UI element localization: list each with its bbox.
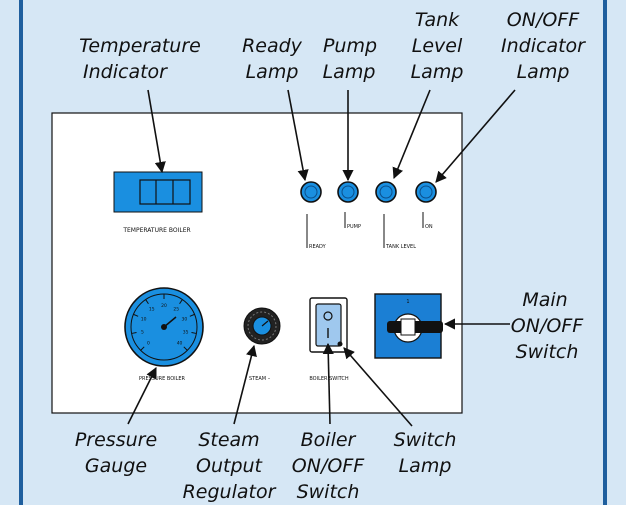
gauge-tick <box>189 313 195 317</box>
gauge-scale-label: 35 <box>183 329 189 335</box>
ready-lamp <box>300 181 322 203</box>
callout-ready-lamp-line1: Ready <box>242 35 303 57</box>
steam-output-regulator <box>243 307 281 345</box>
gauge-tick <box>140 346 145 351</box>
arrow-ready-lamp <box>287 89 309 182</box>
callout-steam-output-regulator-line1: Steam <box>198 429 259 451</box>
gauge-scale-label: 30 <box>181 317 187 323</box>
arrow-tank-level-lamp <box>392 89 431 180</box>
tank-level-lamp <box>375 181 397 203</box>
arrow-boiler-switch <box>322 342 334 425</box>
gauge-scale-label: 5 <box>141 329 144 335</box>
label-on: ON <box>425 224 433 230</box>
gauge-tick <box>131 331 137 334</box>
pump-lamp <box>337 181 359 203</box>
gauge-scale-label: 0 <box>147 341 150 347</box>
arrow-temperature-indicator <box>147 89 166 174</box>
callout-pressure-gauge-line2: Gauge <box>85 455 147 477</box>
callout-main-switch-line1: Main <box>522 289 567 311</box>
callout-steam-output-regulator-line3: Regulator <box>183 481 277 503</box>
temperature-indicator <box>113 171 203 213</box>
gauge-scale-label: 25 <box>173 307 179 313</box>
arrow-steam-output-regulator <box>233 344 257 425</box>
svg-text:1: 1 <box>406 299 409 305</box>
gauge-scale-label: 20 <box>161 303 167 309</box>
gauge-tick <box>133 313 139 317</box>
callout-boiler-switch-line2: ON/OFF <box>292 455 365 477</box>
main-on-off-switch: 1 <box>374 293 443 359</box>
callout-pump-lamp-line2: Lamp <box>323 61 376 83</box>
callout-tank-level-lamp-line1: Tank <box>415 9 460 31</box>
gauge-scale-label: 10 <box>141 317 147 323</box>
callout-pressure-gauge-line1: Pressure <box>75 429 157 451</box>
callout-pump-lamp-line1: Pump <box>323 35 377 57</box>
callout-switch-lamp-line1: Switch <box>394 429 457 451</box>
label-steam: STEAM – <box>249 376 271 382</box>
arrow-on-off-indicator-lamp <box>435 89 516 183</box>
callout-main-switch-line3: Switch <box>516 341 579 363</box>
callout-tank-level-lamp-line3: Lamp <box>411 61 464 83</box>
label-tank-level: TANK LEVEL <box>385 244 416 250</box>
arrow-switch-lamp <box>343 347 413 427</box>
callout-on-off-indicator-lamp-line3: Lamp <box>517 61 570 83</box>
arrow-pressure-gauge <box>127 366 157 425</box>
boiler-switch <box>309 297 348 353</box>
on-off-indicator-lamp <box>415 181 437 203</box>
gauge-scale-label: 40 <box>177 341 183 347</box>
callout-tank-level-lamp-line2: Level <box>412 35 463 57</box>
gauge-tick <box>191 331 197 334</box>
callout-temperature-indicator-line1: Temperature <box>79 35 201 57</box>
callout-ready-lamp-line2: Lamp <box>246 61 299 83</box>
gauge-tick <box>145 299 149 304</box>
callout-steam-output-regulator-line2: Output <box>196 455 264 477</box>
callout-temperature-indicator-line2: Indicator <box>83 61 168 83</box>
control-panel <box>51 112 463 414</box>
callout-main-switch-line2: ON/OFF <box>511 315 584 337</box>
callout-on-off-indicator-lamp-line2: Indicator <box>501 35 586 57</box>
label-pressure-boiler: PRESSURE BOILER <box>139 376 186 382</box>
gauge-tick <box>179 299 183 304</box>
callout-boiler-switch-line3: Switch <box>297 481 360 503</box>
callout-boiler-switch-line1: Boiler <box>301 429 357 451</box>
label-ready: READY <box>309 244 327 250</box>
label-pump: PUMP <box>347 224 361 230</box>
callout-on-off-indicator-lamp-line1: ON/OFF <box>507 9 580 31</box>
switch-lamp <box>337 341 343 347</box>
gauge-tick <box>183 346 188 351</box>
callout-switch-lamp-line2: Lamp <box>399 455 452 477</box>
gauge-scale-label: 15 <box>149 307 155 313</box>
label-temperature-boiler: TEMPERATURE BOILER <box>122 227 190 234</box>
